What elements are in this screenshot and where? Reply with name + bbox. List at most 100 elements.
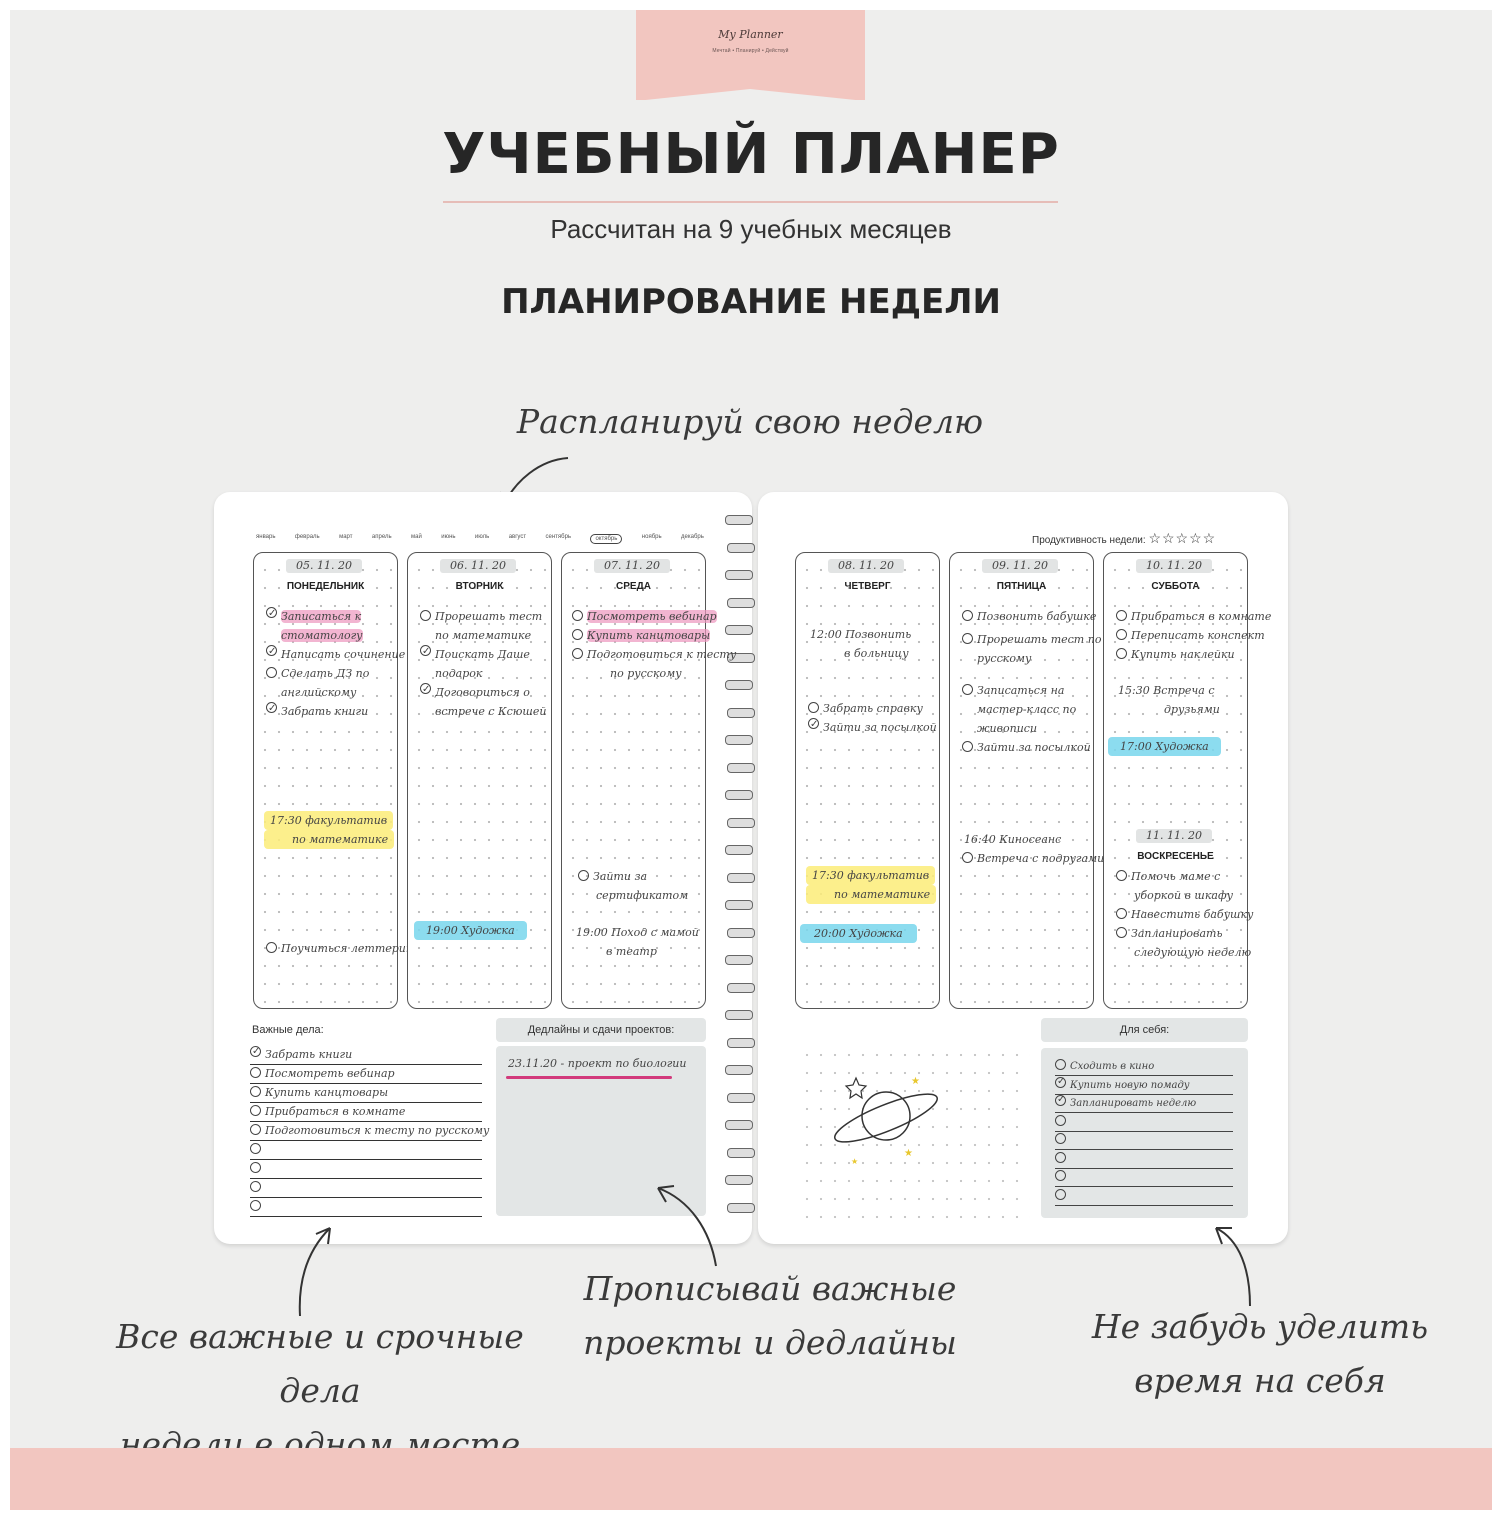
rating-stars[interactable]: ☆☆☆☆☆: [1148, 530, 1217, 546]
task-item[interactable]: Поискать Даше: [420, 645, 530, 664]
check-circle-icon[interactable]: [1055, 1114, 1066, 1126]
check-circle-icon[interactable]: [250, 1067, 261, 1078]
check-circle-icon[interactable]: [250, 1181, 261, 1192]
spiral-ring: [727, 707, 755, 718]
month-10-current[interactable]: октябрь: [590, 534, 623, 544]
check-circle-icon[interactable]: [1055, 1076, 1066, 1088]
check-circle-icon[interactable]: [1055, 1170, 1066, 1181]
month-9[interactable]: сентябрь: [545, 534, 572, 540]
task-item[interactable]: Сделать ДЗ по: [266, 664, 369, 683]
important-row[interactable]: [250, 1141, 482, 1160]
important-row[interactable]: Подготовиться к тесту по русскому: [250, 1122, 489, 1141]
task-item[interactable]: Поучиться леттерингу: [266, 939, 425, 958]
day-column-weekend: 10. 11. 20 СУББОТА Прибраться в комнате …: [1103, 552, 1271, 1009]
check-circle-icon[interactable]: [250, 1124, 261, 1135]
task-item[interactable]: Встреча с подругами: [962, 849, 1104, 868]
deadlines-panel[interactable]: 23.11.20 - проект по биологии: [496, 1046, 706, 1216]
check-circle-icon[interactable]: [250, 1200, 261, 1211]
task-item[interactable]: Забрать книги: [266, 702, 368, 721]
check-circle-icon[interactable]: [250, 1143, 261, 1154]
check-circle-icon[interactable]: [250, 1162, 261, 1173]
month-5[interactable]: май: [410, 534, 422, 540]
task-item[interactable]: Купить наклейки: [1116, 645, 1235, 664]
task-item[interactable]: Записаться к: [266, 607, 362, 626]
important-text: Купить канцтовары: [265, 1086, 389, 1099]
spiral-ring: [727, 1147, 755, 1158]
important-row[interactable]: Купить канцтовары: [250, 1084, 482, 1103]
important-row[interactable]: [250, 1198, 482, 1217]
important-row[interactable]: Посмотреть вебинар: [250, 1065, 482, 1084]
task-item[interactable]: Купить канцтовары: [572, 626, 711, 645]
self-row[interactable]: [1055, 1114, 1233, 1132]
self-row[interactable]: [1055, 1132, 1233, 1150]
check-circle-icon[interactable]: [1055, 1133, 1066, 1144]
month-1[interactable]: январь: [256, 534, 276, 540]
deadline-entry[interactable]: 23.11.20 - проект по биологии: [508, 1057, 687, 1070]
spiral-ring: [725, 735, 753, 745]
event-item[interactable]: 20:00 Художка: [800, 924, 917, 943]
task-item[interactable]: Помочь маме с: [1116, 867, 1220, 886]
event-item[interactable]: 19:00 Художка: [414, 921, 527, 940]
task-item[interactable]: Подготовиться к тесту: [572, 645, 736, 664]
task-item[interactable]: Прорешать тест: [420, 607, 542, 626]
spiral-ring: [727, 817, 755, 828]
important-row[interactable]: [250, 1179, 482, 1198]
month-11[interactable]: ноябрь: [641, 534, 662, 540]
svg-text:★: ★: [904, 1148, 913, 1159]
self-row[interactable]: Купить новую помаду: [1055, 1076, 1233, 1095]
task-item[interactable]: Запланировать: [1116, 924, 1222, 943]
check-circle-icon[interactable]: [1055, 1095, 1066, 1106]
month-12[interactable]: декабрь: [681, 534, 704, 540]
self-row[interactable]: Сходить в кино: [1055, 1058, 1233, 1076]
check-circle-icon[interactable]: [250, 1046, 261, 1057]
event-item[interactable]: 12:00 Позвонить: [810, 628, 912, 641]
task-item[interactable]: Прибраться в комнате: [1116, 607, 1271, 626]
event-item[interactable]: 15:30 Встреча с: [1118, 684, 1215, 697]
month-3[interactable]: март: [339, 534, 353, 540]
task-item[interactable]: Договориться о: [420, 683, 530, 702]
spiral-ring: [727, 927, 755, 938]
task-item[interactable]: Зайти за посылкой: [808, 718, 937, 737]
event-item[interactable]: 16:40 Киносеанс: [964, 833, 1062, 846]
month-6[interactable]: июнь: [441, 534, 456, 540]
month-4[interactable]: апрель: [371, 534, 392, 540]
self-row[interactable]: [1055, 1169, 1233, 1187]
self-text: Запланировать неделю: [1070, 1098, 1197, 1109]
self-row[interactable]: Запланировать неделю: [1055, 1095, 1233, 1113]
check-circle-icon[interactable]: [1055, 1188, 1066, 1200]
self-row[interactable]: [1055, 1151, 1233, 1169]
spiral-ring: [727, 872, 755, 883]
check-circle-icon[interactable]: [1055, 1151, 1066, 1163]
task-item-cont: следующую неделю: [1134, 946, 1252, 959]
check-circle-icon[interactable]: [250, 1105, 261, 1116]
event-item[interactable]: 17:30 факультатив: [806, 866, 936, 885]
task-item[interactable]: Записаться на: [962, 681, 1064, 700]
task-item[interactable]: Навестить бабушку: [1116, 905, 1253, 924]
task-item[interactable]: Прорешать тест по: [962, 630, 1101, 649]
important-text: Посмотреть вебинар: [265, 1067, 395, 1080]
task-item[interactable]: Написать сочинение: [266, 645, 405, 664]
event-item[interactable]: 17:00 Художка: [1108, 737, 1221, 756]
month-8[interactable]: август: [508, 534, 527, 540]
month-7[interactable]: июль: [474, 534, 490, 540]
task-item[interactable]: Переписать конспект: [1116, 626, 1265, 645]
check-circle-icon[interactable]: [250, 1086, 261, 1097]
task-item[interactable]: Забрать справку: [808, 699, 923, 718]
important-row[interactable]: Забрать книги: [250, 1046, 482, 1065]
task-item[interactable]: Зайти за: [578, 867, 647, 886]
spiral-ring: [725, 790, 753, 800]
task-item[interactable]: Посмотреть вебинар: [572, 607, 717, 626]
task-item[interactable]: Позвонить бабушке: [962, 607, 1096, 626]
self-row[interactable]: [1055, 1188, 1233, 1206]
event-item[interactable]: 17:30 факультатив: [264, 811, 394, 830]
task-item[interactable]: Зайти за посылкой: [962, 738, 1091, 757]
event-item[interactable]: 19:00 Поход с мамой: [576, 926, 699, 939]
check-circle-icon[interactable]: [1055, 1059, 1066, 1070]
arrow-icon: [1215, 1227, 1251, 1307]
day-name: ВОСКРЕСЕНЬЕ: [1137, 851, 1214, 862]
month-2[interactable]: февраль: [294, 534, 320, 540]
self-text: Сходить в кино: [1070, 1061, 1155, 1072]
important-row[interactable]: [250, 1160, 482, 1179]
important-row[interactable]: Прибраться в комнате: [250, 1103, 482, 1122]
spiral-ring: [725, 570, 753, 580]
